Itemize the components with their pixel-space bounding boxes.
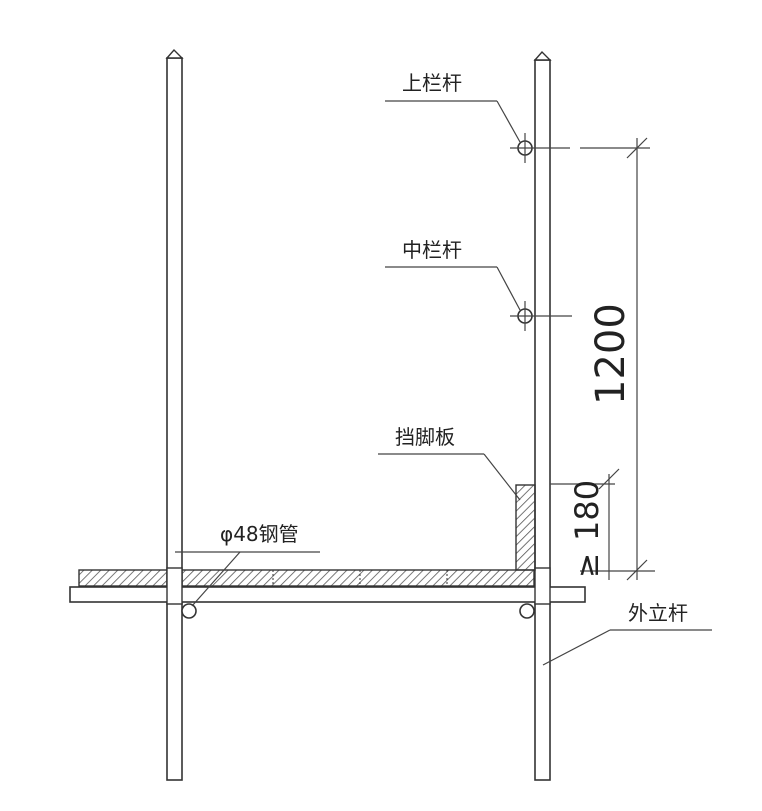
scaffold-board	[78, 569, 535, 587]
toe-board-leader: 挡脚板	[378, 425, 521, 501]
toe-board-label: 挡脚板	[395, 425, 455, 449]
toe-board-dimension: 180 ≥	[550, 468, 620, 580]
outer-pole-leader: 外立杆	[542, 601, 712, 666]
toe-board-height-value: 180	[568, 480, 606, 541]
toe-board	[515, 484, 536, 571]
steel-pipe-label: φ48钢管	[220, 522, 299, 546]
top-rail	[510, 133, 650, 163]
rail-height-value: 1200	[588, 303, 634, 405]
mid-rail-label: 中栏杆	[402, 238, 462, 262]
top-rail-leader: 上栏杆	[385, 71, 521, 143]
mid-rail-leader: 中栏杆	[385, 238, 521, 311]
outer-pole-label: 外立杆	[628, 601, 688, 625]
toe-board-height-prefix: ≥	[571, 553, 606, 578]
longitudinal-tube-right	[519, 603, 535, 619]
mid-rail	[510, 301, 572, 331]
transverse-tube	[69, 586, 586, 603]
top-rail-label: 上栏杆	[402, 71, 462, 95]
inner-pole	[165, 48, 184, 781]
rail-height-dimension: 1200	[580, 137, 655, 581]
outer-pole	[533, 50, 552, 781]
longitudinal-tube-left	[181, 603, 197, 619]
steel-pipe-leader: φ48钢管	[175, 522, 320, 607]
